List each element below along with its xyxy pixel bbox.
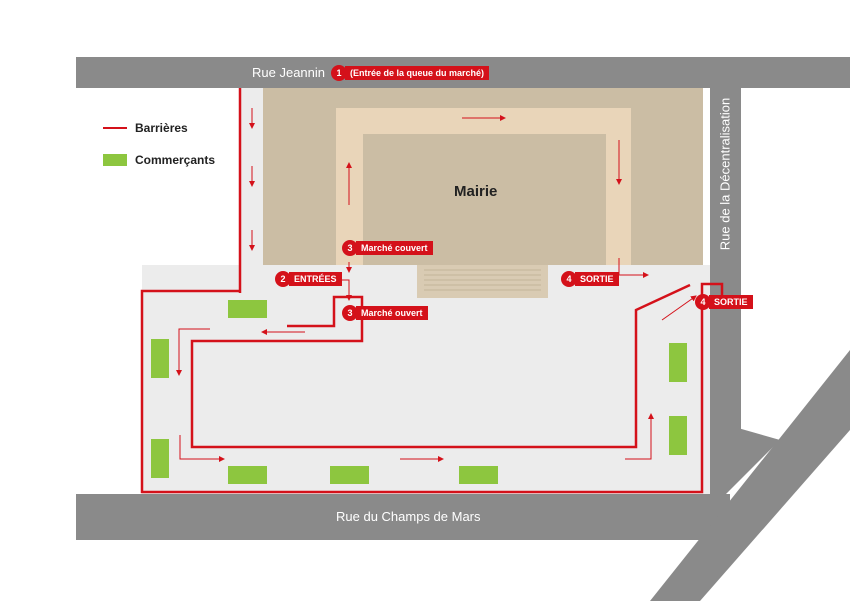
vendor-stall [459,466,498,484]
street-label-rue-jeannin: Rue Jeannin [252,65,325,80]
steps-lines [424,269,541,291]
marker-number: 4 [695,294,711,310]
marker-label: SORTIE [575,272,619,286]
barrier-outer-loop [140,282,724,494]
legend-barrier-swatch [103,127,127,129]
legend-vendors: Commerçants [103,153,215,167]
marker-1-queue-entrance: 1 (Entrée de la queue du marché) [331,65,490,81]
marker-number: 3 [342,240,358,256]
street-label-rue-champs-de-mars: Rue du Champs de Mars [336,509,481,524]
marker-number: 2 [275,271,291,287]
street-label-rue-decentralisation: Rue de la Décentralisation [717,97,733,251]
barrier-inner-loop [190,283,691,449]
legend-vendor-label: Commerçants [135,153,216,167]
legend-barriers: Barrières [103,121,188,135]
marker-2-entrees: 2 ENTRÉES [275,271,342,287]
marker-label: SORTIE [709,295,753,309]
street-rue-champs-de-mars [76,494,730,540]
square-west-strip [240,88,263,293]
vendor-stall [151,439,169,478]
vendor-stall [669,343,687,382]
vendor-stall [228,300,267,318]
flow-arrow-icon [618,258,649,278]
marker-number: 4 [561,271,577,287]
vendor-stall [669,416,687,455]
street-corner [700,420,780,520]
vendor-stall [228,466,267,484]
marker-4-sortie-street: 4 SORTIE [695,294,753,310]
flow-arrow-icon [625,413,654,460]
flow-arrow-icons [176,108,697,462]
flow-arrow-icon [176,328,210,376]
marker-4-sortie-square: 4 SORTIE [561,271,619,287]
street-diagonal [650,350,850,601]
flow-arrow-icon [179,435,225,462]
building-label-mairie: Mairie [454,183,498,200]
barrier-lines [140,88,724,494]
marker-label: Marché couvert [356,241,433,255]
marker-number: 1 [331,65,347,81]
vendor-stall [151,339,169,378]
square-main [142,265,710,494]
legend-vendor-swatch [103,154,127,166]
vendor-stall [330,466,369,484]
street-rue-decentralisation [710,88,741,448]
marker-number: 3 [342,305,358,321]
marker-label: (Entrée de la queue du marché) [345,66,490,80]
marker-3-marche-couvert: 3 Marché couvert [342,240,433,256]
flow-arrow-icon [661,295,697,321]
legend-barrier-label: Barrières [135,121,188,135]
marker-3-marche-ouvert: 3 Marché ouvert [342,305,428,321]
vendor-stalls [151,300,687,484]
marker-label: ENTRÉES [289,272,342,286]
marker-label: Marché ouvert [356,306,428,320]
